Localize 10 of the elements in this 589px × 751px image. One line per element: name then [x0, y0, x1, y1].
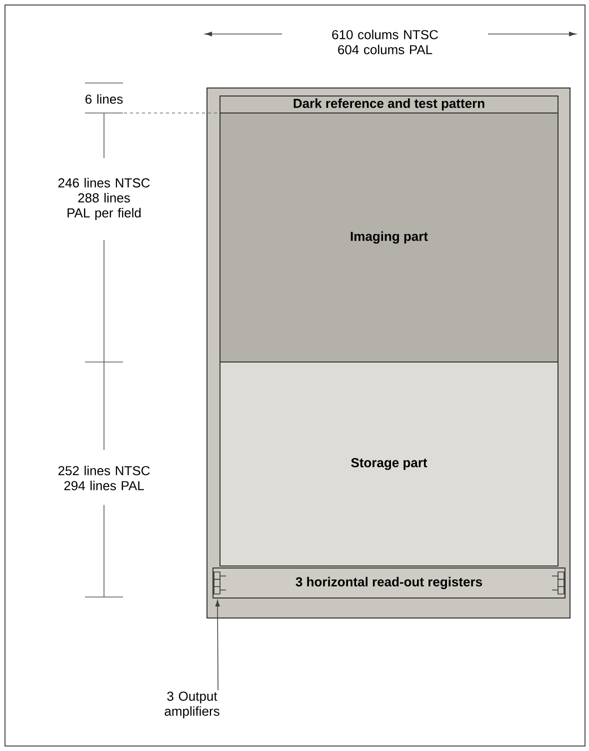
dimension-label: 246 lines NTSC 288 lines PAL per field [58, 178, 150, 220]
leader-arrow [215, 600, 220, 691]
imaging-area: Imaging part [220, 112, 558, 362]
storage-area: Storage part [220, 362, 558, 566]
dimension-label: 252 lines NTSC 294 lines PAL [58, 466, 150, 490]
dimension-label: 6 lines [86, 94, 123, 104]
amplifier-label: 3 Output amplifiers [164, 692, 220, 718]
pattern-band: Dark reference and test pattern [220, 96, 558, 114]
dimension-label: 610 colums NTSC 604 colums PAL [332, 30, 438, 54]
register-band: 3 horizontal read-out registers [212, 568, 566, 598]
